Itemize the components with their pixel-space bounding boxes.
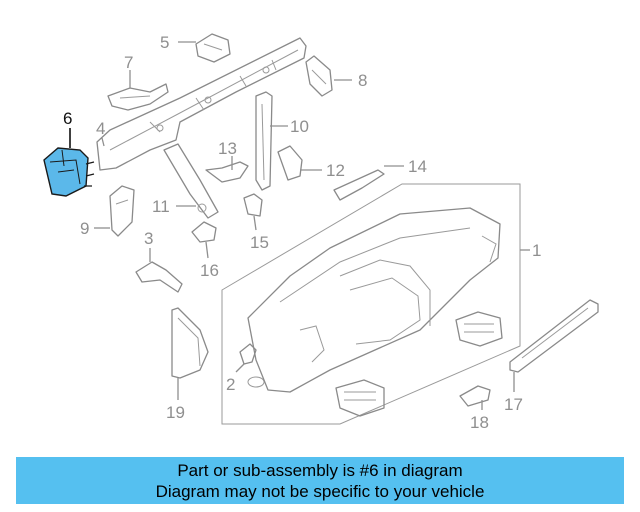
callout-10: 10 bbox=[290, 117, 309, 136]
vent-right bbox=[455, 311, 503, 347]
part-10-pillar bbox=[255, 91, 273, 191]
callout-11: 11 bbox=[152, 197, 170, 216]
part-9-bracket bbox=[109, 185, 135, 237]
banner-line-2: Diagram may not be specific to your vehi… bbox=[155, 481, 485, 501]
banner-line-1: Part or sub-assembly is #6 in diagram bbox=[177, 460, 463, 480]
callout-18: 18 bbox=[470, 413, 489, 432]
part-6-highlighted bbox=[43, 147, 95, 197]
parts-diagram: 5 7 8 6 4 10 13 12 14 11 9 3 15 1 16 2 1… bbox=[43, 33, 599, 432]
part-5-bracket bbox=[195, 33, 231, 63]
part-15-bracket bbox=[243, 193, 263, 217]
callout-5: 5 bbox=[160, 33, 169, 52]
vent-lower bbox=[335, 379, 385, 417]
cross-member-beam bbox=[96, 37, 307, 171]
callout-8: 8 bbox=[358, 71, 367, 90]
callout-2: 2 bbox=[226, 375, 235, 394]
part-3-bracket bbox=[135, 261, 183, 293]
callout-19: 19 bbox=[166, 403, 185, 422]
callout-1: 1 bbox=[532, 241, 541, 260]
callout-9: 9 bbox=[80, 219, 89, 238]
part-16-bracket bbox=[191, 221, 217, 243]
callout-17: 17 bbox=[504, 395, 523, 414]
part-8-bracket bbox=[305, 55, 333, 97]
callout-3: 3 bbox=[144, 229, 153, 248]
callout-7: 7 bbox=[124, 53, 133, 72]
callout-13: 13 bbox=[218, 139, 237, 158]
callout-16: 16 bbox=[200, 261, 219, 280]
dashboard-assembly bbox=[221, 183, 521, 425]
part-13-bracket bbox=[205, 161, 249, 183]
info-banner: Part or sub-assembly is #6 in diagram Di… bbox=[16, 457, 624, 504]
callout-15: 15 bbox=[250, 233, 269, 252]
part-17-strip bbox=[509, 299, 599, 373]
callout-4: 4 bbox=[96, 119, 105, 138]
callout-12: 12 bbox=[326, 161, 345, 180]
part-14-bracket bbox=[333, 169, 385, 201]
part-11-bracket bbox=[163, 143, 219, 219]
part-12-bracket bbox=[277, 145, 303, 181]
callout-14: 14 bbox=[408, 157, 427, 176]
part-19-panel bbox=[171, 307, 209, 379]
part-2-clip bbox=[239, 343, 265, 388]
part-18-bracket bbox=[459, 385, 491, 407]
part-7-bracket bbox=[107, 83, 169, 111]
callout-6: 6 bbox=[63, 109, 72, 128]
